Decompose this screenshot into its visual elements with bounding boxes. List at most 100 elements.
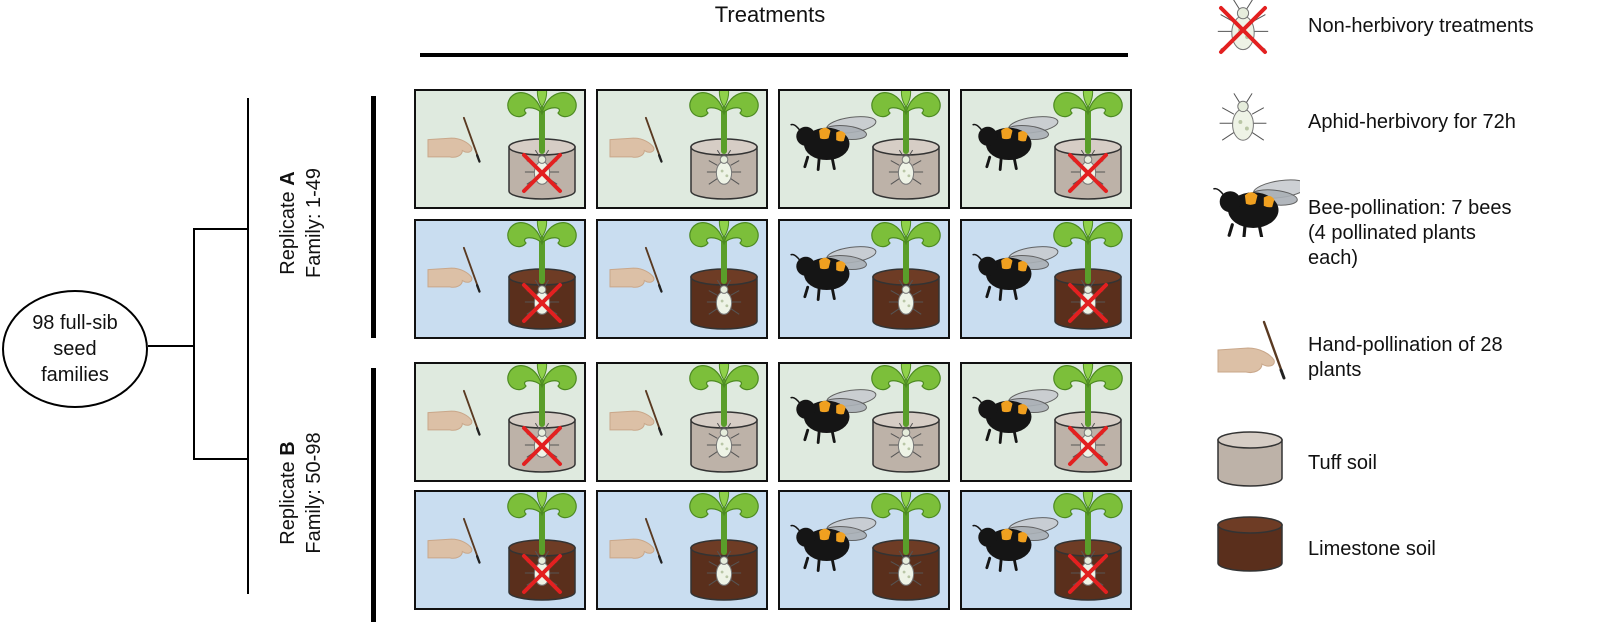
legend-label-line: (4 pollinated plants <box>1308 222 1476 244</box>
legend-label: Limestone soil <box>1308 537 1436 562</box>
seedling-icon <box>689 364 759 427</box>
aphid-icon <box>888 422 924 458</box>
seedling-icon <box>507 492 577 555</box>
legend-label-line: Bee-pollination: 7 bees <box>1308 197 1512 219</box>
bee-icon <box>972 116 1059 171</box>
seedling-icon <box>871 364 941 427</box>
replicate-a-letter: A <box>277 171 299 186</box>
legend-label-line: each) <box>1308 247 1359 269</box>
treatment-panel <box>596 490 768 610</box>
replicate-a-family: Family: 1-49 <box>303 167 325 279</box>
treatment-panel <box>596 362 768 482</box>
no-herbivory-cross-icon <box>1068 426 1108 466</box>
no-herbivory-cross-icon <box>522 426 562 466</box>
hand-brush-icon <box>427 389 481 436</box>
tuff-pot-icon <box>1217 431 1283 487</box>
treatment-panel <box>960 490 1132 610</box>
treatment-panel <box>960 89 1132 209</box>
replicate-b-label: Replicate B Family: 50-98 <box>275 413 331 573</box>
legend-label: Hand-pollination of 28 plants <box>1308 333 1503 383</box>
legend-label-line: Non-herbivory treatments <box>1308 15 1534 37</box>
aphid-icon <box>888 550 924 586</box>
treatment-panel <box>778 89 950 209</box>
hand-brush-icon <box>609 517 663 564</box>
replicate-a-bar <box>371 96 376 338</box>
treatments-title: Treatments <box>714 2 826 27</box>
replicate-b-family: Family: 50-98 <box>303 432 325 554</box>
aphid-icon <box>888 149 924 185</box>
limestone-pot-icon <box>1217 516 1283 572</box>
seedling-icon <box>1053 221 1123 284</box>
hand-brush-icon <box>427 116 481 163</box>
aphid-icon <box>706 550 742 586</box>
replicate-b-bar <box>371 368 376 622</box>
bee-icon <box>1210 177 1309 242</box>
seedling-icon <box>871 221 941 284</box>
treatment-panel <box>778 362 950 482</box>
hand-brush-icon <box>1217 320 1286 380</box>
replicate-a-label: Replicate A Family: 1-49 <box>275 143 331 303</box>
aphid-icon <box>1219 93 1267 141</box>
treatment-panel <box>778 490 950 610</box>
seed-families-line-1: 98 full-sib <box>32 312 118 334</box>
aphid-icon <box>1210 90 1280 155</box>
seedling-icon <box>1053 492 1123 555</box>
tree-branch-b <box>193 458 249 460</box>
aphid-crossed-icon <box>1210 0 1280 65</box>
hand-brush-icon <box>609 116 663 163</box>
no-herbivory-cross-icon <box>522 554 562 594</box>
bee-icon <box>790 246 877 301</box>
no-herbivory-cross-icon <box>522 283 562 323</box>
tree-inner-vertical <box>193 228 195 460</box>
legend-label: Bee-pollination: 7 bees (4 pollinated pla… <box>1308 196 1511 271</box>
hand-brush-icon <box>427 517 481 564</box>
aphid-icon <box>706 149 742 185</box>
no-herbivory-cross-icon <box>1068 554 1108 594</box>
legend-label-line: Hand-pollination of 28 <box>1308 334 1503 356</box>
legend-label-line: plants <box>1308 359 1362 381</box>
treatment-panel <box>596 219 768 339</box>
seedling-icon <box>689 221 759 284</box>
bee-icon <box>790 389 877 444</box>
seedling-icon <box>689 91 759 154</box>
aphid-icon <box>1217 0 1269 51</box>
treatment-panel <box>414 89 586 209</box>
bee-icon <box>1213 179 1309 241</box>
aphid-icon <box>888 279 924 315</box>
hand-brush-icon <box>1210 304 1300 399</box>
tuff-soil-icon <box>1210 422 1290 497</box>
seedling-icon <box>871 492 941 555</box>
tree-root-connector <box>148 345 194 347</box>
no-herbivory-cross-icon <box>522 153 562 193</box>
bee-icon <box>972 246 1059 301</box>
seed-families-node: 98 full-sib seed families <box>2 290 148 408</box>
replicate-b-letter: B <box>277 441 299 456</box>
hand-brush-icon <box>609 246 663 293</box>
bee-icon <box>972 389 1059 444</box>
seedling-icon <box>507 364 577 427</box>
seedling-icon <box>1053 364 1123 427</box>
treatment-panel <box>778 219 950 339</box>
seed-families-line-2: seed <box>53 338 97 360</box>
tree-branch-a <box>193 228 249 230</box>
replicate-a-prefix: Replicate <box>277 185 299 275</box>
seedling-icon <box>871 91 941 154</box>
limestone-soil-icon <box>1210 507 1290 582</box>
legend-label: Aphid-herbivory for 72h <box>1308 110 1516 135</box>
seedling-icon <box>507 91 577 154</box>
treatment-panel <box>596 89 768 209</box>
legend-label-line: Limestone soil <box>1308 538 1436 560</box>
seedling-icon <box>689 492 759 555</box>
bee-icon <box>790 517 877 572</box>
legend-label: Non-herbivory treatments <box>1308 14 1534 39</box>
seedling-icon <box>507 221 577 284</box>
seed-families-line-3: families <box>41 364 109 386</box>
tree-outer-vertical <box>247 98 249 594</box>
bee-icon <box>790 116 877 171</box>
legend-label-line: Aphid-herbivory for 72h <box>1308 111 1516 133</box>
bee-icon <box>972 517 1059 572</box>
no-herbivory-cross-icon <box>1219 6 1267 54</box>
seedling-icon <box>1053 91 1123 154</box>
treatment-panel <box>960 219 1132 339</box>
treatment-panel <box>414 219 586 339</box>
